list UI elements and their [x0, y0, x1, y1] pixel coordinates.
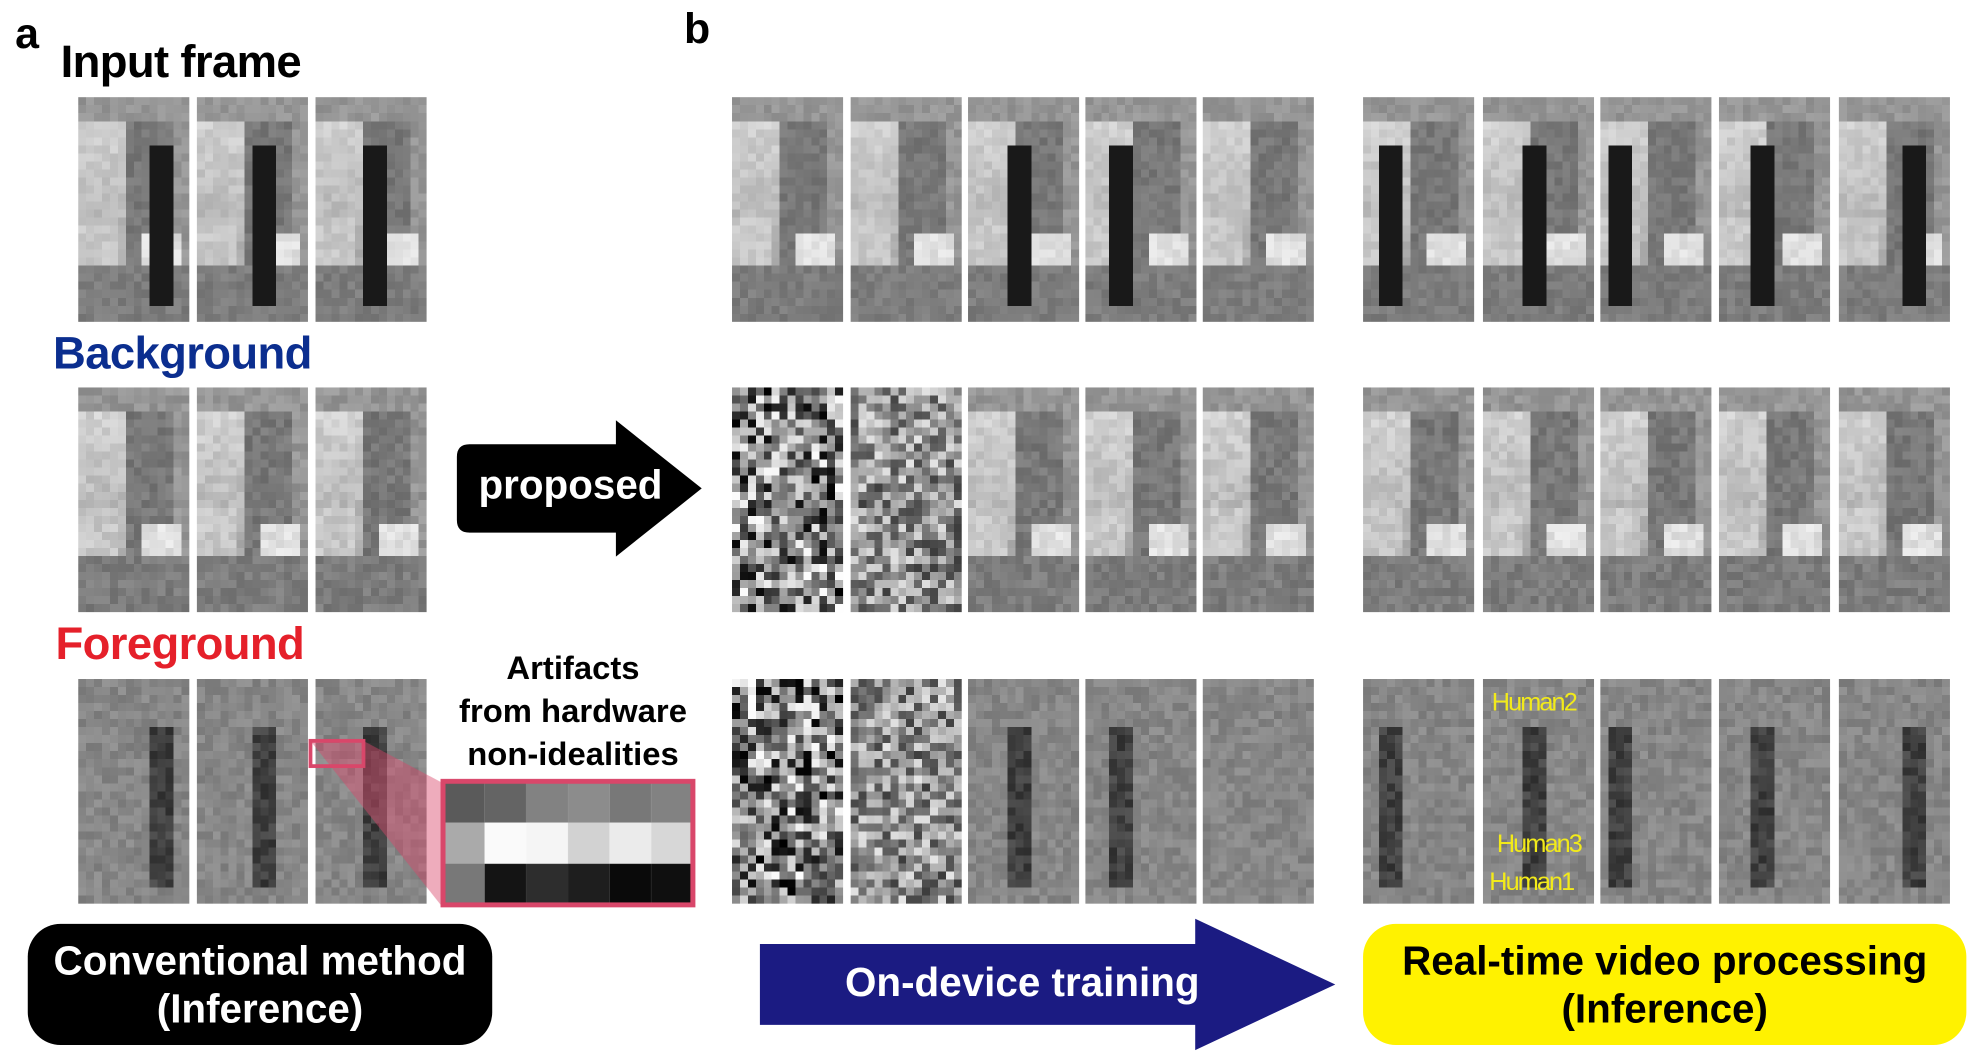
artifact-pixel [651, 863, 693, 906]
training-foreground-frame [1363, 679, 1475, 904]
artifact-line: Artifacts [506, 648, 640, 687]
training-foreground-frame [1202, 679, 1314, 904]
input-frame [78, 97, 190, 322]
artifact-pixel [484, 781, 527, 823]
input-frame [315, 97, 427, 322]
training-background-frame [1838, 387, 1950, 613]
training-foreground-frame [732, 679, 844, 904]
training-input-frame [1600, 97, 1712, 322]
conventional-method-box: Conventional method (Inference) [27, 923, 493, 1046]
training-input-frame [1718, 97, 1831, 322]
training-foreground-frame [1085, 679, 1197, 904]
on-device-training-arrow [759, 918, 1336, 1051]
foreground-frame [315, 679, 427, 904]
artifact-pixel [442, 822, 485, 865]
training-foreground-frame [968, 679, 1080, 904]
artifact-magnified [440, 778, 696, 908]
inference-line2: (Inference) [1561, 985, 1768, 1032]
artifact-pixel [609, 781, 652, 823]
training-input-frame [850, 97, 962, 322]
background-frame [196, 387, 308, 613]
artifact-pixel [651, 781, 693, 823]
training-background-frame [1718, 387, 1831, 613]
artifact-line: non-idealities [467, 734, 679, 773]
row-title-input: Input frame [60, 35, 302, 88]
training-background-frame [1600, 387, 1712, 613]
human-label: Human3 [1496, 830, 1583, 859]
artifact-pixel [526, 781, 568, 823]
training-foreground-frame [1600, 679, 1712, 904]
artifact-pixel [651, 822, 693, 865]
proposed-label: proposed [478, 461, 663, 508]
artifact-pixel [609, 863, 652, 906]
training-foreground-frame [850, 679, 962, 904]
training-input-frame [1202, 97, 1314, 322]
training-background-frame [850, 387, 962, 613]
foreground-frame [196, 679, 308, 904]
artifact-pixel [526, 822, 568, 865]
human-label: Human1 [1489, 868, 1575, 897]
training-background-frame [1202, 387, 1314, 613]
artifact-pixel [526, 863, 568, 906]
artifact-pixel [609, 822, 652, 865]
artifact-pixel [484, 822, 527, 865]
training-foreground-frame [1718, 679, 1831, 904]
foreground-frame [78, 679, 190, 904]
training-background-frame [1085, 387, 1197, 613]
proposed-arrow [456, 420, 702, 557]
human-label: Human2 [1491, 689, 1578, 717]
input-frame [196, 97, 308, 322]
background-frame [315, 387, 427, 613]
row-title-foreground: Foreground [55, 617, 305, 669]
training-background-frame [1482, 387, 1595, 613]
on-device-training-label: On-device training [845, 959, 1200, 1005]
artifact-pixel [567, 781, 610, 823]
training-input-frame [1838, 97, 1950, 322]
training-foreground-frame [1482, 679, 1595, 904]
background-frame [78, 387, 190, 613]
method-line1: Conventional method [53, 937, 467, 984]
training-input-frame [1482, 97, 1595, 322]
artifact-pixel [567, 822, 610, 865]
training-input-frame [732, 97, 844, 322]
method-line2: (Inference) [156, 985, 364, 1032]
artifact-label: Artifacts from hardware non-idealities [429, 646, 717, 775]
training-background-frame [1363, 387, 1475, 613]
training-input-frame [968, 97, 1080, 322]
training-foreground-frame [1838, 679, 1950, 904]
training-background-frame [968, 387, 1080, 613]
training-input-frame [1085, 97, 1197, 322]
artifact-pixel [567, 863, 610, 906]
training-background-frame [732, 387, 844, 613]
artifact-zoom-connector [308, 738, 442, 907]
artifact-pixel [484, 863, 527, 906]
artifact-pixel [442, 781, 485, 823]
training-input-frame [1363, 97, 1475, 322]
panel-label-a: a [15, 10, 40, 59]
real-time-inference-box: Real-time video processing (Inference) [1363, 923, 1967, 1046]
inference-line1: Real-time video processing [1402, 937, 1928, 984]
panel-label-b: b [684, 5, 711, 54]
artifact-pixel [442, 863, 485, 906]
row-title-background: Background [53, 326, 312, 379]
artifact-line: from hardware [459, 691, 687, 730]
